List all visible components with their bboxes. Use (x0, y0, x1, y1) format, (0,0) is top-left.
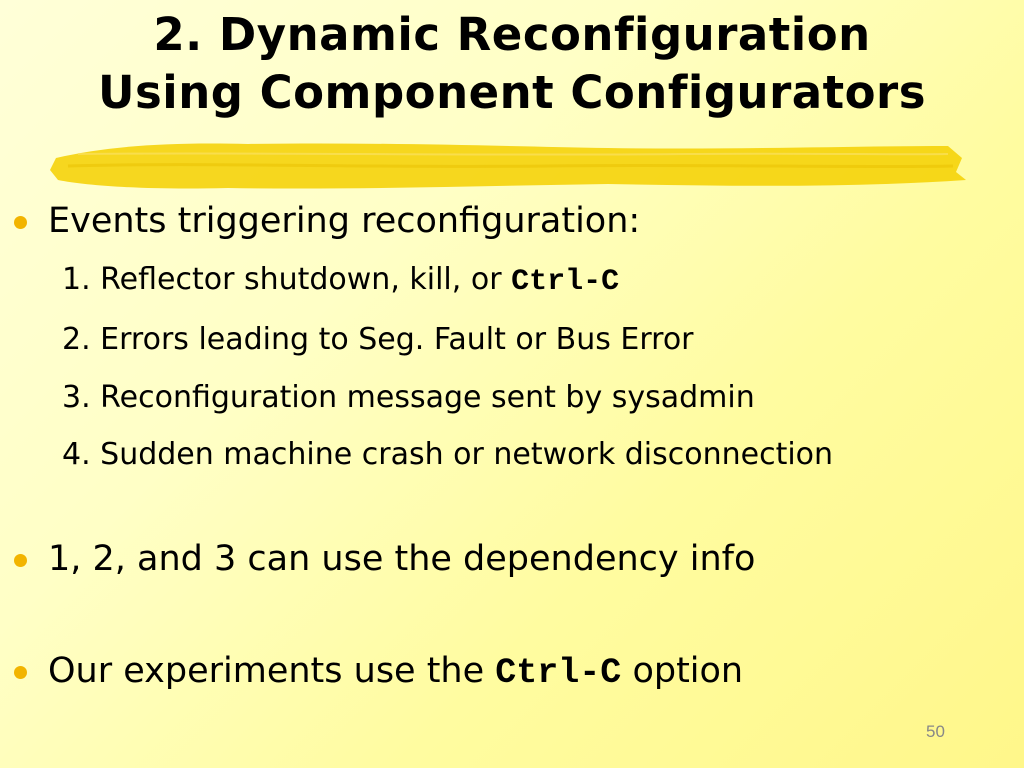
subitem-1-code: Ctrl-C (511, 265, 620, 299)
subitem-3: 3. Reconfiguration message sent by sysad… (62, 380, 755, 415)
bullet-3-prefix: Our experiments use the (48, 651, 496, 691)
bullet-dot-icon (14, 666, 27, 679)
page-number: 50 (926, 722, 945, 741)
bullet-dot-icon (14, 554, 27, 567)
highlighter-stroke (50, 143, 966, 189)
title-line-2: Using Component Configurators (97, 66, 927, 119)
bullet-3-suffix: option (621, 651, 744, 691)
slide-title: 2. Dynamic Reconfiguration Using Compone… (0, 6, 1024, 122)
bullet-2-text: 1, 2, and 3 can use the dependency info (48, 539, 756, 579)
title-line-1: 2. Dynamic Reconfiguration (153, 8, 871, 61)
bullet-3-text: Our experiments use the Ctrl-C option (48, 650, 743, 694)
subitem-1-text: 1. Reflector shutdown, kill, or (62, 262, 512, 297)
bullet-1-text: Events triggering reconfiguration: (48, 201, 641, 241)
bullet-dot-icon (14, 216, 27, 229)
subitem-1: 1. Reflector shutdown, kill, or Ctrl-C (62, 262, 619, 300)
bullet-3-code: Ctrl-C (495, 653, 622, 693)
subitem-2: 2. Errors leading to Seg. Fault or Bus E… (62, 322, 694, 357)
subitem-4: 4. Sudden machine crash or network disco… (62, 437, 834, 472)
